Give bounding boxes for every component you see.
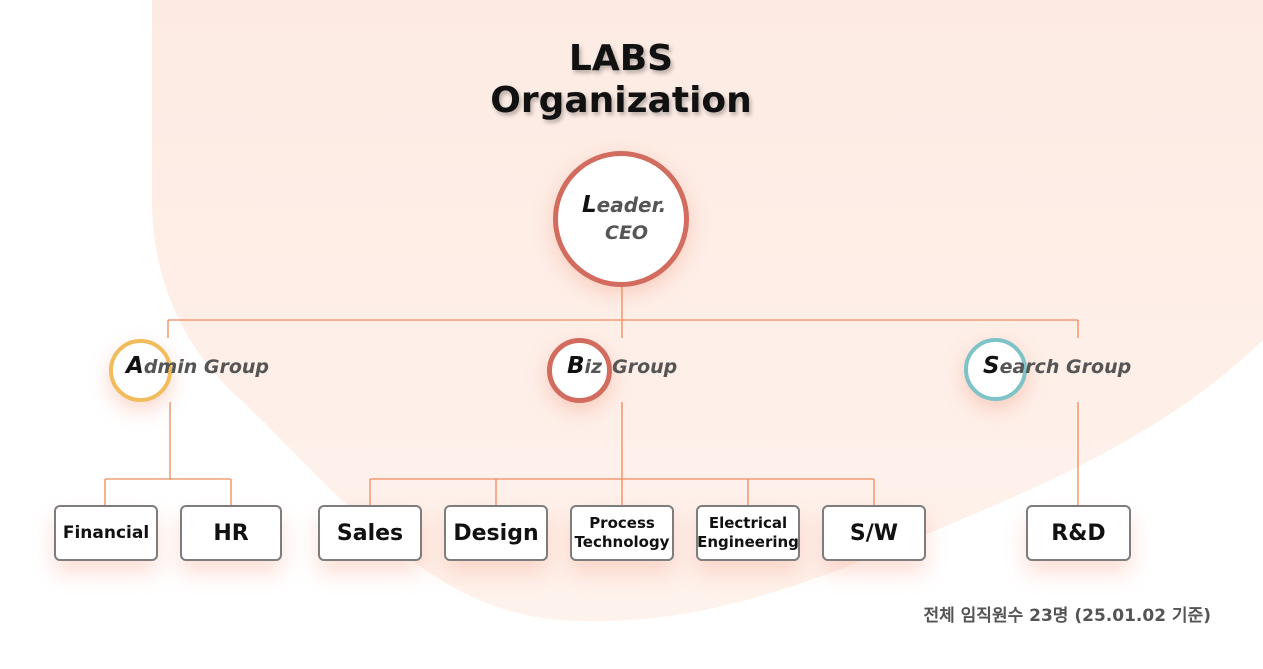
biz-group-label: Biz Group	[567, 355, 677, 378]
leader-label: Leader.	[582, 192, 666, 218]
team-process-line-1: Process	[589, 514, 655, 533]
team-sw: S/W	[822, 505, 926, 561]
team-rnd: R&D	[1026, 505, 1131, 561]
leader-role: CEO	[605, 222, 649, 244]
leader-rest: eader.	[596, 193, 667, 217]
leader-initial: L	[582, 192, 597, 218]
admin-group-label: Admin Group	[126, 355, 269, 378]
team-process-technology: Process Technology	[570, 505, 674, 561]
admin-group-rest: dmin Group	[143, 356, 270, 378]
title-line-2: Organization	[490, 80, 752, 122]
team-financial: Financial	[54, 505, 158, 561]
title-line-1: LABS	[568, 38, 674, 79]
team-electrical-line-1: Electrical	[708, 514, 788, 533]
search-group-rest: earch Group	[999, 356, 1132, 378]
team-hr: HR	[180, 505, 282, 561]
biz-group-suffix: Group	[612, 356, 678, 378]
search-group-circle	[964, 338, 1027, 401]
biz-group-rest: iz	[584, 356, 603, 378]
team-design: Design	[444, 505, 548, 561]
team-process-line-2: Technology	[574, 533, 670, 551]
admin-group-circle	[109, 339, 172, 402]
team-electrical-line-2: Engineering	[697, 533, 799, 551]
search-group-label: Search Group	[983, 355, 1131, 378]
biz-group-initial: B	[567, 353, 585, 379]
admin-group-initial: A	[126, 353, 144, 379]
search-group-initial: S	[983, 353, 1000, 379]
team-sales: Sales	[318, 505, 422, 561]
employee-count-note: 전체 임직원수 23명 (25.01.02 기준)	[923, 606, 1211, 626]
team-electrical-engineering: Electrical Engineering	[696, 505, 800, 561]
page-title: LABS Organization	[421, 38, 821, 123]
leader-node: Leader. CEO	[553, 151, 689, 287]
biz-group-circle	[547, 338, 612, 403]
